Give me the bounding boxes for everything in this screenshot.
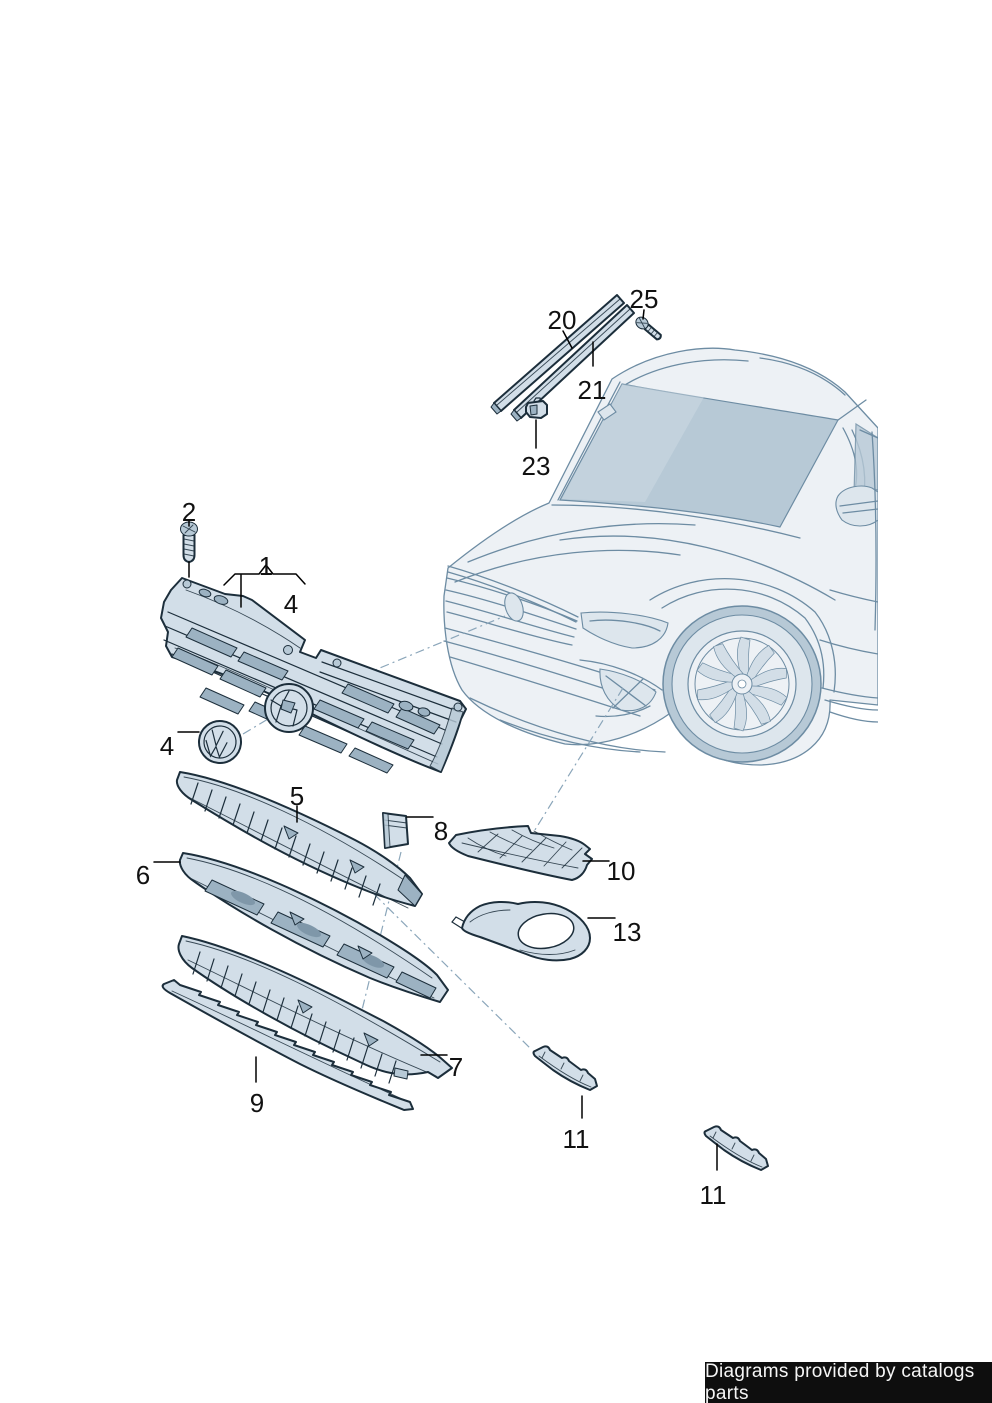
vw-emblem-4[interactable]	[197, 719, 243, 765]
callout-7[interactable]: 7	[448, 1052, 464, 1082]
callout-6[interactable]: 6	[135, 860, 151, 890]
callout-11-right[interactable]: 11	[699, 1180, 727, 1210]
trim-strip-21[interactable]	[510, 304, 635, 422]
radiator-grille-1[interactable]	[160, 577, 467, 774]
callout-21[interactable]: 21	[577, 375, 607, 405]
footer-credit-text: Diagrams provided by catalogs parts	[705, 1360, 975, 1403]
callout-9[interactable]: 9	[249, 1088, 265, 1118]
callout-5[interactable]: 5	[289, 781, 305, 811]
grille-strip-7[interactable]	[177, 935, 453, 1084]
callout-20[interactable]: 20	[547, 305, 577, 335]
callout-2[interactable]: 2	[181, 497, 197, 527]
side-mirror	[835, 485, 878, 527]
trim-strip-11-right[interactable]	[703, 1125, 769, 1171]
clip-23-icon[interactable]	[525, 397, 548, 419]
trim-strip-11-left[interactable]	[532, 1045, 598, 1091]
emblem-mount-ring	[264, 683, 314, 733]
group-bracket-1	[223, 564, 306, 586]
trim-strip-20[interactable]	[490, 294, 625, 415]
fog-grille-10[interactable]	[448, 825, 593, 881]
cover-plate-8[interactable]	[382, 812, 409, 849]
callout-11-left[interactable]: 11	[562, 1124, 590, 1154]
fog-trim-13[interactable]	[451, 900, 591, 962]
grille-strip-6[interactable]	[178, 852, 449, 1003]
grille-strip-5[interactable]	[175, 771, 423, 909]
car-fog-opening	[599, 668, 657, 712]
windshield-glass	[559, 383, 839, 528]
callout-25[interactable]: 25	[629, 284, 659, 314]
footer-credit-bar: Diagrams provided by catalogs parts	[705, 1360, 992, 1403]
wheel-spokes	[696, 636, 788, 732]
front-wheel	[662, 605, 822, 763]
headlight	[580, 611, 669, 649]
car-vw-badge	[504, 592, 524, 622]
callout-8[interactable]: 8	[433, 816, 449, 846]
spoiler-lip-9[interactable]	[161, 979, 414, 1111]
callout-23[interactable]: 23	[521, 451, 551, 481]
callout-13[interactable]: 13	[612, 917, 642, 947]
leader-lines	[153, 309, 718, 1171]
callout-1[interactable]: 1	[258, 551, 274, 581]
vehicle-illustration	[443, 347, 878, 766]
callout-10[interactable]: 10	[606, 856, 636, 886]
screw-2-icon[interactable]	[180, 521, 198, 563]
screw-25-icon[interactable]	[633, 315, 663, 343]
callout-4-grille[interactable]: 4	[283, 589, 299, 619]
callout-4-emblem[interactable]: 4	[159, 731, 175, 761]
